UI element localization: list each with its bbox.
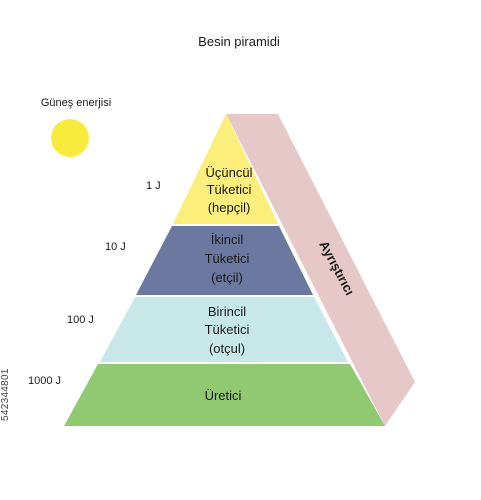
pyramid-level-secondary: 10 J İkincil Tüketici (etçil) [105, 226, 313, 295]
pyramid-level-tertiary: 1 J Üçüncül Tüketici (hepçil) [146, 114, 278, 224]
level-energy-secondary: 10 J [105, 241, 126, 253]
decomposer-side [226, 114, 415, 426]
pyramid-level-primary: 100 J Birincil Tüketici (otçul) [67, 297, 348, 362]
level-line-2: Tüketici [207, 182, 252, 197]
image-id: 542344801 [0, 368, 11, 422]
pyramid-level-producer: 1000 J Üretici [28, 364, 385, 426]
level-line-2: Tüketici [205, 251, 250, 266]
level-energy-producer: 1000 J [28, 375, 61, 387]
level-energy-primary: 100 J [67, 314, 94, 326]
level-line-1: Üretici [205, 388, 242, 403]
level-line-1: Üçüncül [206, 165, 253, 180]
level-line-3: (etçil) [211, 270, 243, 285]
level-line-1: Birincil [208, 304, 246, 319]
level-line-1: İkincil [211, 232, 244, 247]
level-energy-tertiary: 1 J [146, 180, 161, 192]
level-band-producer [64, 364, 385, 426]
diagram-title: Besin piramidi [198, 34, 280, 49]
sun-icon [51, 119, 89, 157]
level-band-primary [100, 297, 348, 362]
level-line-3: (hepçil) [208, 200, 251, 215]
level-line-3: (otçul) [209, 341, 245, 356]
sun-label: Güneş enerjisi [41, 97, 111, 109]
level-band-tertiary [173, 114, 278, 224]
level-line-2: Tüketici [205, 322, 250, 337]
level-band-secondary [136, 226, 313, 295]
